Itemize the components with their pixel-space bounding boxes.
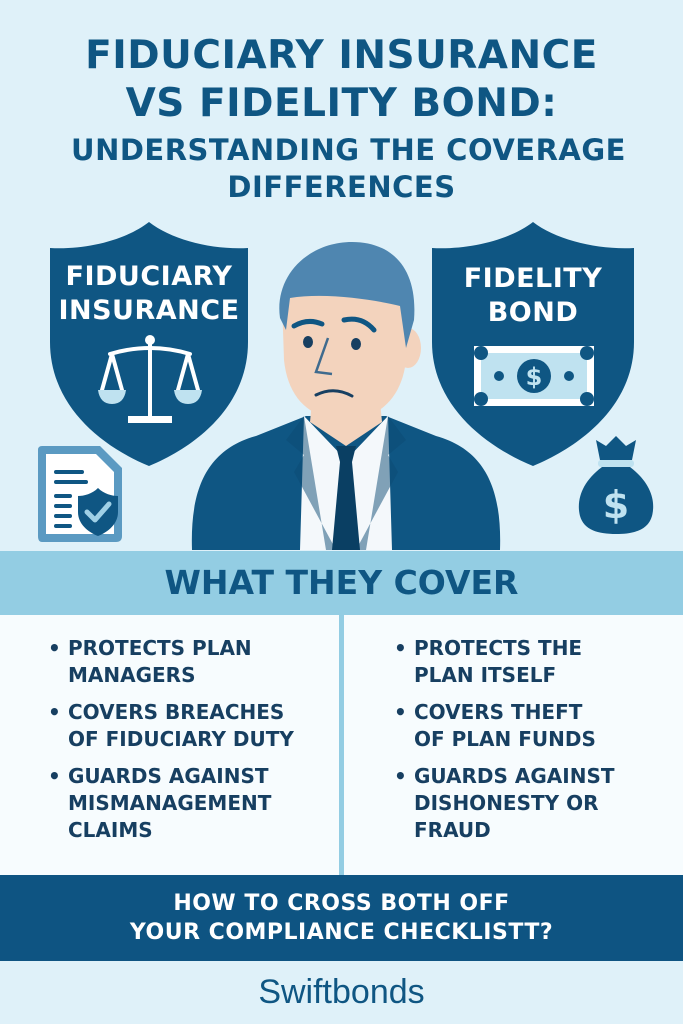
column-divider: [339, 615, 344, 875]
svg-text:$: $: [603, 483, 629, 527]
cta-line-2: YOUR COMPLIANCE CHECKLISTT?: [129, 920, 554, 945]
list-item-line: MANAGERS: [68, 663, 196, 687]
cta-line-1: HOW TO CROSS BOTH OFF: [173, 891, 510, 916]
page-title: FIDUCIARY INSURANCE VS FIDELITY BOND: UN…: [0, 32, 683, 206]
dollar-bill-icon: $: [474, 346, 594, 406]
money-bag-icon: $: [578, 436, 654, 534]
list-item-line: CLAIMS: [68, 818, 153, 842]
list-item: • COVERS BREACHES OF FIDUCIARY DUTY: [0, 699, 339, 753]
bullet-icon: •: [48, 700, 61, 724]
list-item: • GUARDS AGAINST MISMANAGEMENT CLAIMS: [0, 763, 339, 844]
worried-businessman-illustration: [191, 242, 501, 550]
fiduciary-coverage-list: • PROTECTS PLAN MANAGERS • COVERS BREACH…: [0, 615, 339, 844]
fidelity-shield-label: FIDELITY BOND: [428, 262, 638, 330]
list-item: • GUARDS AGAINST DISHONESTY OR FRAUD: [344, 763, 683, 844]
fidelity-coverage-list: • PROTECTS THE PLAN ITSELF • COVERS THEF…: [344, 615, 683, 844]
brand-logo-text: Swiftbonds: [0, 961, 683, 1024]
coverage-comparison: • PROTECTS PLAN MANAGERS • COVERS BREACH…: [0, 615, 683, 875]
list-item-line: MISMANAGEMENT: [68, 791, 272, 815]
title-line-2: VS FIDELITY BOND:: [125, 81, 558, 126]
section-heading-what-they-cover: WHAT THEY COVER: [0, 551, 683, 615]
list-item: • COVERS THEFT OF PLAN FUNDS: [344, 699, 683, 753]
scales-of-justice-icon: [98, 335, 202, 423]
fiduciary-insurance-column: • PROTECTS PLAN MANAGERS • COVERS BREACH…: [0, 615, 339, 875]
list-item-line: GUARDS AGAINST: [68, 764, 269, 788]
list-item-line: OF FIDUCIARY DUTY: [68, 727, 294, 751]
list-item-line: GUARDS AGAINST: [414, 764, 615, 788]
bullet-icon: •: [394, 636, 407, 660]
hero-illustration: FIDUCIARY INSURANCE FIDELITY BOND: [0, 220, 683, 550]
document-shield-check-icon: [38, 446, 122, 542]
fiduciary-shield-label: FIDUCIARY INSURANCE: [46, 260, 252, 328]
list-item: • PROTECTS THE PLAN ITSELF: [344, 635, 683, 689]
call-to-action-banner: HOW TO CROSS BOTH OFF YOUR COMPLIANCE CH…: [0, 875, 683, 961]
list-item-line: COVERS BREACHES: [68, 700, 285, 724]
fidelity-label-line-2: BOND: [487, 297, 579, 328]
list-item-line: DISHONESTY OR: [414, 791, 599, 815]
fidelity-bond-column: • PROTECTS THE PLAN ITSELF • COVERS THEF…: [344, 615, 683, 875]
fiduciary-label-line-2: INSURANCE: [58, 295, 240, 326]
bullet-icon: •: [394, 764, 407, 788]
subtitle-line-2: DIFFERENCES: [227, 170, 456, 204]
list-item-line: COVERS THEFT: [414, 700, 583, 724]
svg-text:$: $: [526, 363, 543, 391]
list-item: • PROTECTS PLAN MANAGERS: [0, 635, 339, 689]
list-item-line: OF PLAN FUNDS: [414, 727, 596, 751]
fidelity-label-line-1: FIDELITY: [463, 263, 603, 294]
fiduciary-label-line-1: FIDUCIARY: [65, 261, 233, 292]
bullet-icon: •: [48, 764, 61, 788]
list-item-line: PLAN ITSELF: [414, 663, 557, 687]
title-line-1: FIDUCIARY INSURANCE: [85, 33, 598, 78]
bullet-icon: •: [394, 700, 407, 724]
subtitle-line-1: UNDERSTANDING THE COVERAGE: [71, 133, 626, 167]
bullet-icon: •: [48, 636, 61, 660]
list-item-line: PROTECTS THE: [414, 636, 583, 660]
list-item-line: FRAUD: [414, 818, 491, 842]
list-item-line: PROTECTS PLAN: [68, 636, 252, 660]
